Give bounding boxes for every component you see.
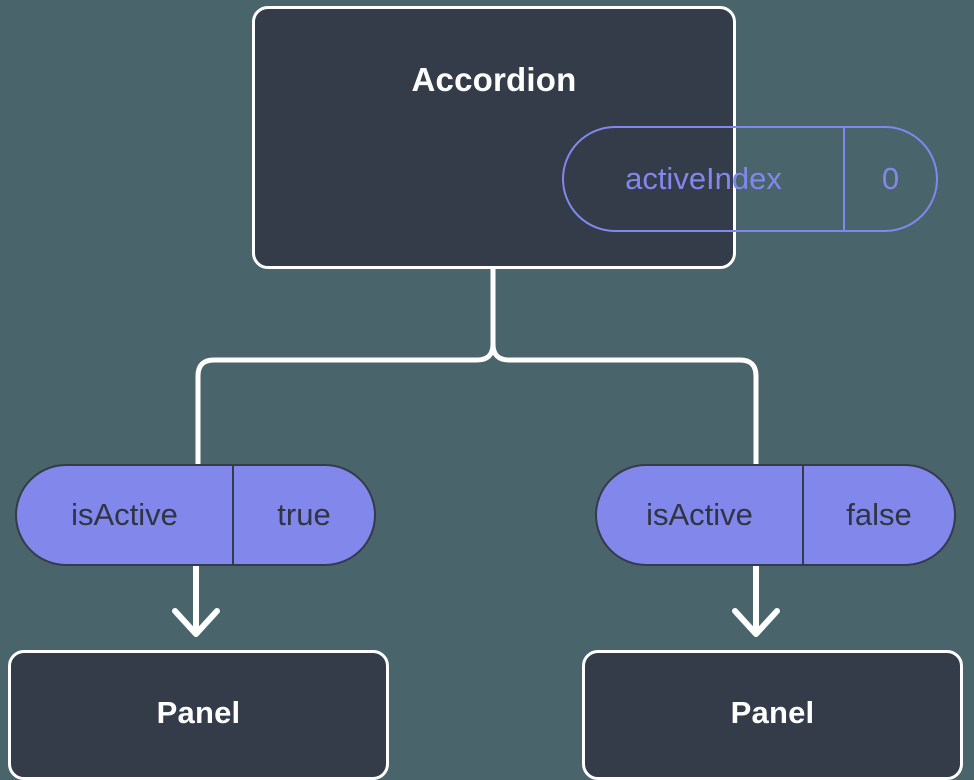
arrow-left-head	[172, 608, 220, 637]
panel-title-right: Panel	[730, 695, 815, 730]
panel-component-left[interactable]: Panel	[8, 650, 389, 780]
panel-component-right[interactable]: Panel	[582, 650, 963, 780]
connector-fork-right	[490, 341, 759, 467]
prop-key-isactive-right: isActive	[597, 466, 804, 564]
state-value-activeindex: 0	[881, 161, 900, 196]
connector-fork-left	[195, 341, 496, 467]
state-key-activeindex: activeIndex	[564, 128, 845, 230]
arrow-right-head	[732, 608, 780, 637]
accordion-state-badge[interactable]: activeIndex 0	[562, 126, 938, 232]
prop-value-isactive-left: true	[277, 497, 331, 532]
accordion-component[interactable]: Accordion activeIndex 0	[252, 6, 938, 269]
prop-badge-left[interactable]: isActive true	[15, 464, 376, 566]
panel-title-left: Panel	[156, 695, 241, 730]
accordion-title: Accordion	[411, 61, 577, 98]
prop-key-isactive-left: isActive	[17, 466, 234, 564]
prop-value-isactive-right: false	[846, 497, 912, 532]
prop-badge-right[interactable]: isActive false	[595, 464, 956, 566]
